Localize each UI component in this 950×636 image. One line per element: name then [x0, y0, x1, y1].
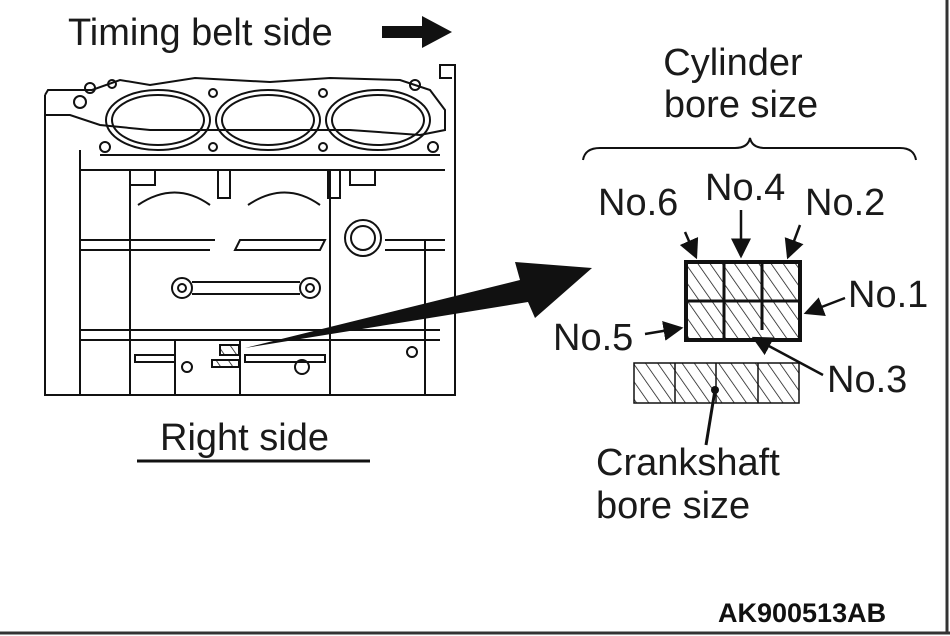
brace — [582, 137, 917, 161]
engine-block-illustration — [44, 64, 456, 396]
crankshaft-bore-label-line1: Crankshaft — [596, 442, 780, 484]
crankshaft-leader-line — [704, 389, 717, 446]
no3-label: No.3 — [827, 359, 907, 401]
cylinder-bore-label-line2: bore size — [664, 84, 818, 126]
no1-label: No.1 — [848, 274, 928, 316]
timing-belt-side-label: Timing belt side — [68, 12, 333, 54]
pointer-arrow-icon — [245, 262, 592, 348]
cylinder-bore-grid — [684, 260, 802, 342]
crankshaft-bore-strip — [633, 362, 800, 404]
no6-label: No.6 — [598, 182, 678, 224]
arrow-right-icon — [382, 16, 452, 48]
figure-code: AK900513AB — [718, 598, 886, 628]
right-side-label: Right side — [160, 417, 329, 459]
cylinder-bore-label-line1: Cylinder — [663, 42, 803, 84]
crankshaft-bore-label-line2: bore size — [596, 485, 750, 527]
no2-label: No.2 — [805, 182, 885, 224]
no5-label: No.5 — [553, 317, 633, 359]
no4-label: No.4 — [705, 167, 785, 209]
leader-arrows — [644, 210, 846, 377]
